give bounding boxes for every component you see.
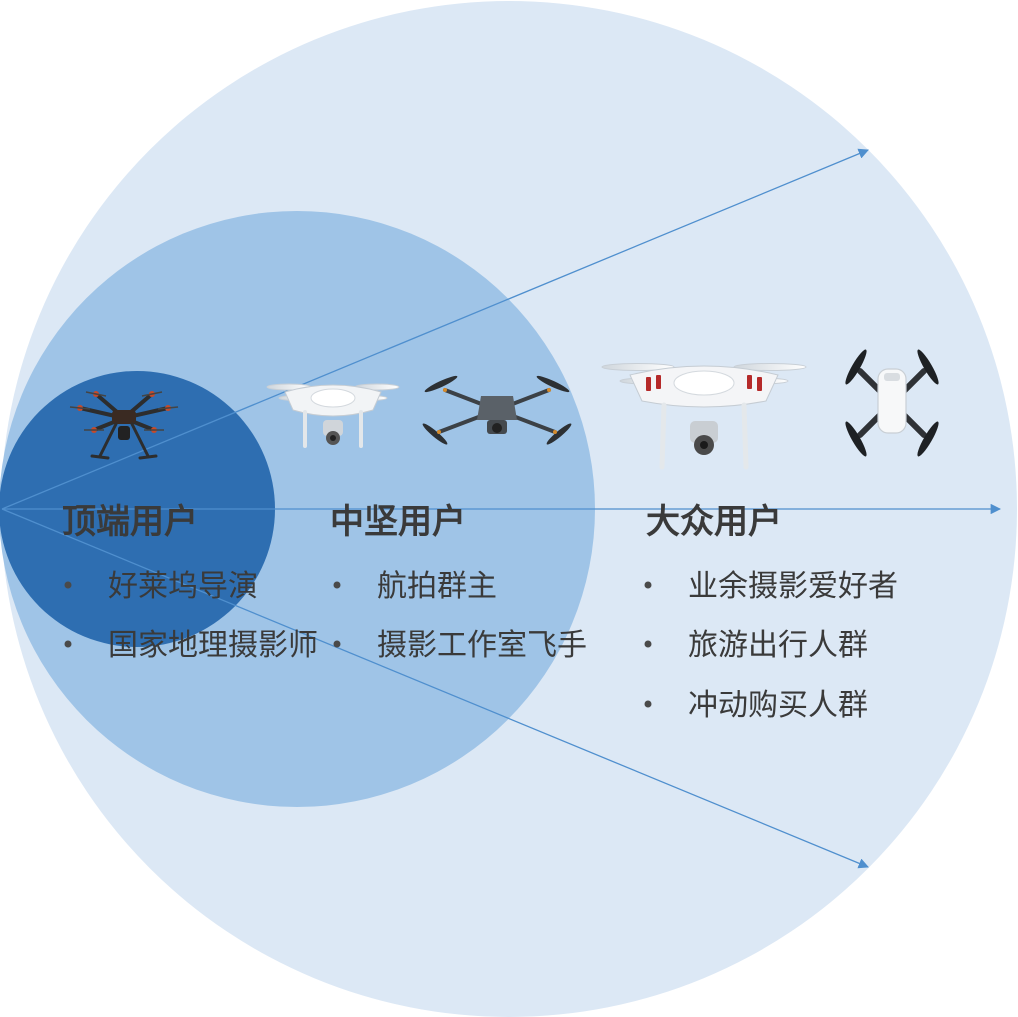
quadcopter-white-drone-icon [266,383,400,448]
tier-item: 好莱坞导演 [108,569,258,604]
bullet [333,581,341,589]
arrows [1,148,1002,869]
tier-item: 旅游出行人群 [688,628,868,663]
bullet [64,581,72,589]
hexacopter-drone-icon [69,391,179,460]
bullet [644,581,652,589]
tier-item: 业余摄影爱好者 [688,569,898,604]
tier-title-top: 顶端用户 [62,502,198,542]
arrow-up [1,148,869,510]
tier-item: 冲动购买人群 [688,688,868,723]
bullet [644,640,652,648]
quadcopter-red-stripe-drone-icon [601,363,807,470]
tier-title-core: 中坚用户 [330,502,466,542]
foldable-gray-drone-icon [422,375,572,445]
mini-white-drone-icon [845,349,939,457]
bullet [64,640,72,648]
tier-title-mass: 大众用户 [646,502,782,542]
bullet [333,640,341,648]
tier-item: 航拍群主 [377,569,497,604]
bullet [644,700,652,708]
tier-item: 摄影工作室飞手 [377,628,587,663]
arrow-down [1,508,869,869]
tier-item: 国家地理摄影师 [108,628,318,663]
